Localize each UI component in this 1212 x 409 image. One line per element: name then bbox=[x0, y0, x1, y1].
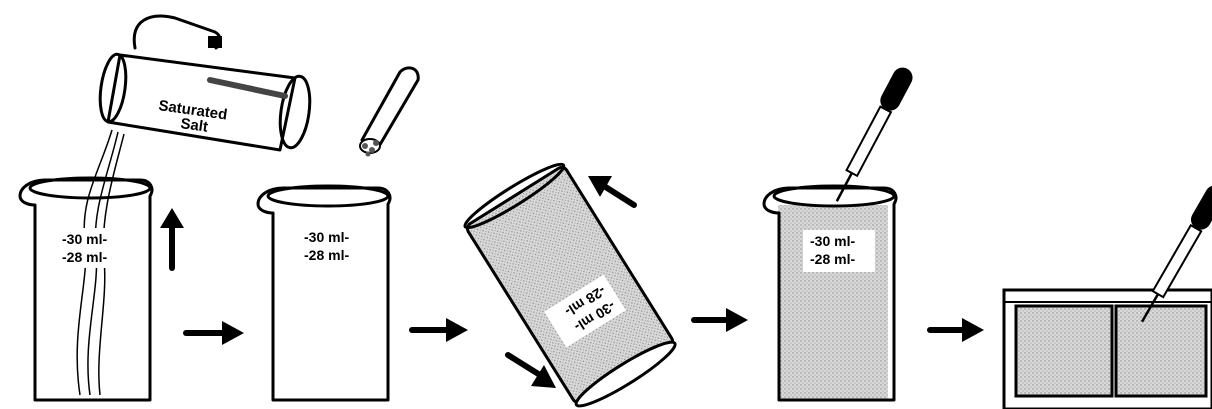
right-arrow-3 bbox=[691, 308, 748, 332]
right-arrow-4 bbox=[927, 318, 984, 342]
up-arrow bbox=[160, 208, 184, 271]
beaker-3: -30 ml- -28 ml- bbox=[463, 162, 677, 408]
pitcher-label-line2: Salt bbox=[179, 115, 209, 136]
beaker-2-mark-30: -30 ml- bbox=[304, 229, 349, 245]
pitcher-body bbox=[106, 53, 297, 152]
beaker-2: -30 ml- -28 ml- bbox=[256, 184, 392, 402]
pitcher: Saturated Salt bbox=[98, 14, 312, 152]
beaker-1: -30 ml- -28 ml- bbox=[18, 176, 154, 402]
dropper-2 bbox=[1140, 185, 1212, 323]
shake-arrow-down bbox=[505, 352, 556, 388]
beaker-1-mark-30: -30 ml- bbox=[62, 231, 107, 247]
pitcher-handle bbox=[132, 14, 222, 50]
beaker-4-mark-30: -30 ml- bbox=[810, 233, 855, 249]
tray-well-right bbox=[1114, 304, 1208, 398]
shake-arrow-up bbox=[588, 176, 637, 208]
test-tube bbox=[359, 66, 420, 157]
right-arrow-1 bbox=[183, 321, 244, 345]
beaker-2-mark-28: -28 ml- bbox=[304, 247, 349, 263]
tray-well-left bbox=[1014, 304, 1114, 398]
sample-tray bbox=[1002, 288, 1212, 409]
right-arrow-2 bbox=[409, 318, 468, 342]
beaker-1-mark-28: -28 ml- bbox=[62, 249, 107, 265]
beaker-4-mark-28: -28 ml- bbox=[810, 251, 855, 267]
dropper-1 bbox=[835, 67, 913, 202]
beaker-4: -30 ml- -28 ml- bbox=[762, 184, 898, 402]
